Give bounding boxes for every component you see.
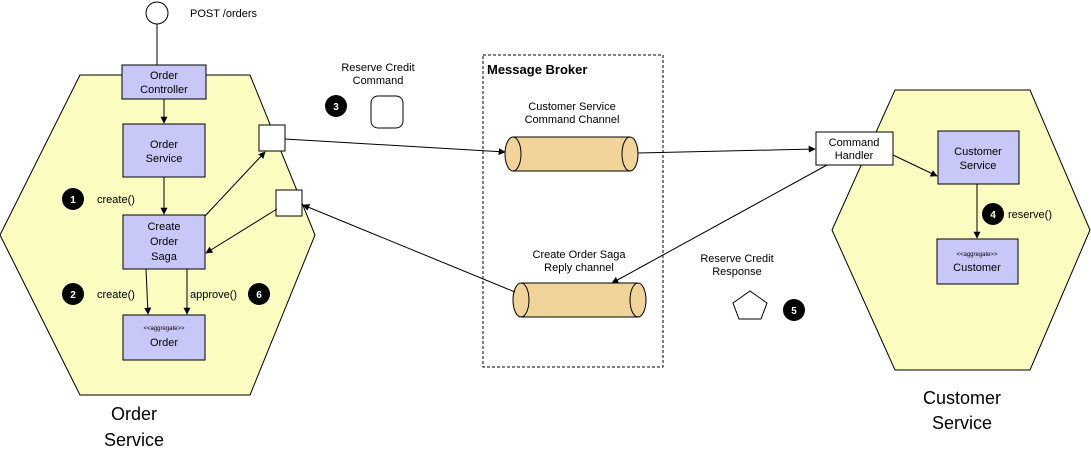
customer-service-box	[937, 130, 1020, 185]
customer-service-title-line1: Customer	[923, 388, 1001, 408]
command-channel-line1: Customer Service	[528, 101, 615, 113]
order-controller-box	[121, 64, 207, 100]
badge-2: 2	[62, 283, 84, 305]
order-controller-line2: Controller	[140, 84, 188, 96]
badge-5: 5	[783, 299, 805, 321]
order-service-title-line2: Service	[104, 430, 164, 450]
entry-label: POST /orders	[190, 8, 258, 20]
arrow-inbound-port-to-saga	[205, 208, 278, 254]
response-message-line2: Response	[712, 266, 762, 278]
command-handler-line2: Handler	[835, 150, 874, 162]
label-create-2: create()	[97, 289, 135, 301]
saga-line1: Create	[147, 221, 180, 233]
message-broker-box	[482, 54, 664, 368]
message-broker-title: Message Broker	[487, 62, 587, 77]
arrow-saga-to-outbound-port	[204, 151, 266, 217]
command-message-line1: Reserve Credit	[341, 62, 414, 74]
customer-service-line2: Service	[960, 160, 997, 172]
saga-line2: Order	[150, 236, 178, 248]
label-reserve: reserve()	[1008, 209, 1052, 221]
order-name: Order	[150, 337, 178, 349]
order-controller-line1: Order	[150, 70, 178, 82]
svg-text:1: 1	[70, 195, 76, 206]
badge-1: 1	[62, 188, 84, 210]
order-outbound-port	[258, 124, 286, 152]
svg-text:3: 3	[333, 102, 339, 113]
entry-circle	[145, 1, 169, 25]
svg-text:2: 2	[70, 290, 76, 301]
customer-aggregate-box	[936, 238, 1019, 285]
command-handler-line1: Command	[829, 137, 880, 149]
label-create-1: create()	[97, 194, 135, 206]
command-handler-box	[815, 131, 894, 166]
order-aggregate-box	[122, 314, 206, 361]
order-service-line2: Service	[146, 153, 183, 165]
create-order-saga-box	[122, 214, 206, 270]
command-channel-line2: Command Channel	[525, 114, 620, 126]
response-message-icon	[732, 290, 768, 320]
label-approve: approve()	[190, 289, 237, 301]
command-channel	[504, 136, 639, 172]
badge-4: 4	[982, 203, 1004, 225]
customer-service-title-line2: Service	[932, 413, 992, 433]
reply-channel	[512, 282, 647, 318]
customer-stereotype: <<aggregate>>	[956, 252, 998, 258]
customer-name: Customer	[953, 262, 1001, 274]
customer-service-hexagon	[831, 89, 1091, 371]
badge-6: 6	[248, 283, 270, 305]
arrow-handler-to-customer-service	[892, 154, 938, 177]
arrow-port-to-command-channel	[284, 138, 506, 156]
order-inbound-port	[275, 189, 303, 217]
svg-text:5: 5	[791, 306, 797, 317]
command-message-line2: Command	[353, 75, 404, 87]
arrow-reply-channel-to-inbound-port	[302, 204, 516, 293]
order-service-line1: Order	[150, 139, 178, 151]
order-stereotype: <<aggregate>>	[143, 326, 185, 332]
arrow-saga-create-order	[144, 268, 152, 315]
order-service-box	[122, 123, 206, 178]
arrow-command-channel-to-handler	[637, 145, 816, 154]
arrow-handler-to-reply-channel	[611, 164, 828, 284]
reply-channel-line2: Reply channel	[544, 262, 614, 274]
svg-text:6: 6	[256, 290, 262, 301]
order-service-title-line1: Order	[111, 404, 157, 424]
command-message-icon	[370, 95, 404, 129]
saga-line3: Saga	[151, 251, 178, 263]
svg-text:4: 4	[990, 210, 996, 221]
reply-channel-line1: Create Order Saga	[533, 249, 627, 261]
customer-service-line1: Customer	[954, 146, 1002, 158]
badge-3: 3	[325, 95, 347, 117]
response-message-line1: Reserve Credit	[700, 253, 773, 265]
